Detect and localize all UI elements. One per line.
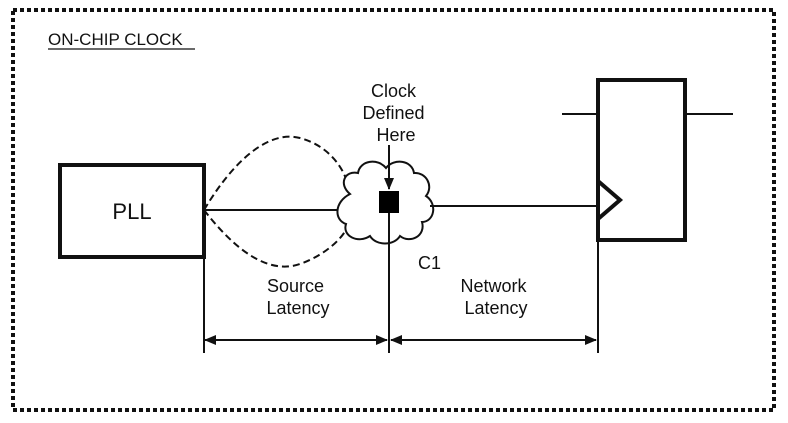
flip-flop-clock-pin [596, 179, 624, 221]
network-latency-label-line-1: Network [460, 276, 527, 296]
flip-flop-block [596, 78, 687, 242]
pll-label: PLL [112, 199, 151, 224]
source-latency-label-line-2: Latency [266, 298, 329, 318]
source-latency-label-line-1: Source [267, 276, 324, 296]
source-latency-label: Source Latency [266, 276, 329, 318]
source-path-lower [203, 209, 349, 268]
network-latency-label: Network Latency [460, 276, 531, 318]
clock-definition-label-line-3: Here [376, 125, 415, 145]
chip-boundary [11, 8, 776, 412]
clock-definition-label: Clock Defined Here [362, 81, 429, 145]
clock-net-label: C1 [418, 253, 441, 273]
pll-block [58, 163, 206, 259]
clock-definition-marker [379, 191, 399, 213]
clock-definition-label-line-1: Clock [371, 81, 417, 101]
clock-definition-label-line-2: Defined [362, 103, 424, 123]
chip-title: ON-CHIP CLOCK [48, 30, 183, 49]
network-latency-label-line-2: Latency [464, 298, 527, 318]
source-path-upper [203, 135, 349, 211]
